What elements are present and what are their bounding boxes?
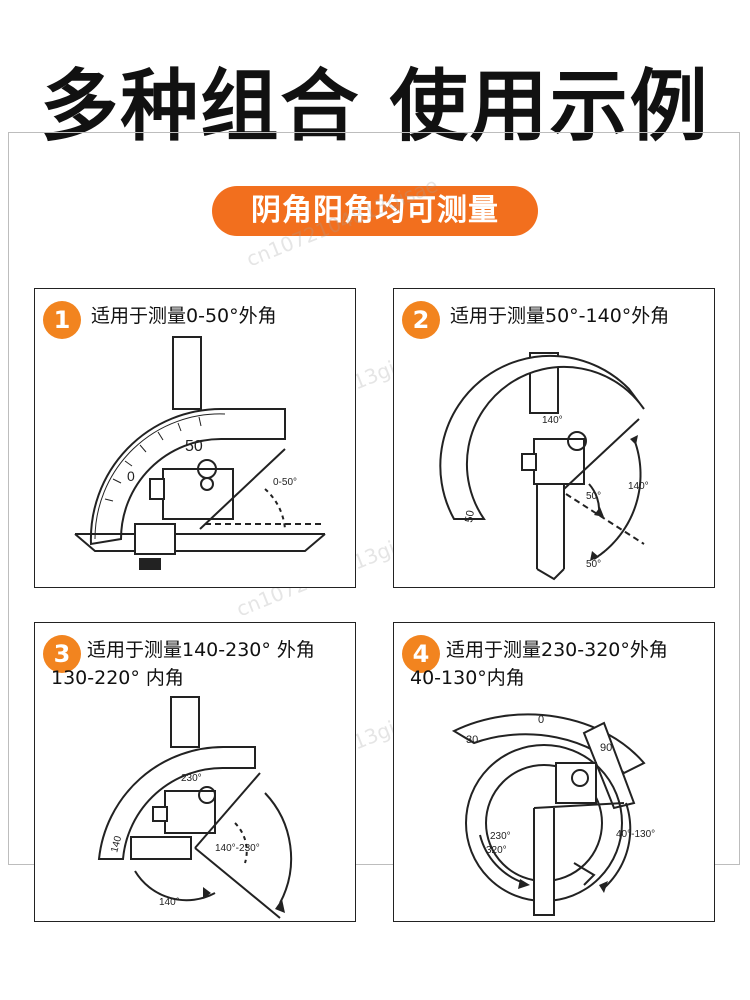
scale-label: 0 — [127, 468, 135, 484]
angle-label: 140°-230° — [215, 843, 260, 854]
step-number-badge: 2 — [402, 301, 440, 339]
scale-label: 140° — [542, 415, 563, 426]
step-number-badge: 3 — [43, 635, 81, 673]
protractor-diagram: 30 0 90 40°-130° 230° 320° — [451, 713, 655, 916]
scale-label: 50 — [185, 438, 203, 455]
example-panel-2: 2 适用于测量50°-140°外角 140° 50 140° 50° 50° — [393, 288, 715, 588]
scale-label: 90 — [600, 742, 612, 754]
example-panel-1: 1 适用于测量0-50°外角 50 0 — [34, 288, 356, 588]
page-title: 多种组合 使用示例 — [40, 62, 710, 152]
scale-label: 50 — [463, 509, 477, 523]
example-panel-3: 3 适用于测量140-230° 外角 130-220° 内角 230° 140 … — [34, 622, 356, 922]
panel-caption-line2: 130-220° 内角 — [51, 667, 184, 689]
content-frame — [8, 132, 740, 865]
scale-label: 140 — [109, 834, 124, 853]
angle-label: 320° — [486, 845, 507, 856]
angle-label: 140° — [628, 481, 649, 492]
panel-caption: 适用于测量140-230° 外角 — [87, 639, 315, 661]
protractor-diagram: 230° 140 140°-230° 140° — [97, 696, 293, 919]
step-number-badge: 1 — [43, 301, 81, 339]
angle-label: 0-50° — [273, 477, 297, 488]
scale-label: 230° — [181, 773, 202, 784]
banner-pill: 阴角阳角均可测量 — [212, 186, 538, 236]
protractor-diagram: 140° 50 140° 50° 50° — [439, 352, 649, 581]
angle-label: 50° — [586, 559, 601, 570]
angle-label: 140° — [159, 897, 180, 908]
scale-label: 0 — [538, 714, 544, 726]
angle-label: 230° — [490, 831, 511, 842]
protractor-diagram: 50 0 0-50° — [74, 336, 326, 570]
panel-caption: 适用于测量50°-140°外角 — [450, 305, 670, 327]
panel-caption: 适用于测量0-50°外角 — [91, 305, 277, 327]
panel-caption-line2: 40-130°内角 — [410, 667, 525, 689]
angle-label: 50° — [586, 491, 601, 502]
scale-label: 30 — [466, 734, 478, 746]
panel-caption: 适用于测量230-320°外角 — [446, 639, 668, 661]
step-number-badge: 4 — [402, 635, 440, 673]
angle-label: 40°-130° — [616, 829, 655, 840]
example-panel-4: 4 适用于测量230-320°外角 40-130°内角 30 0 90 40°-… — [393, 622, 715, 922]
